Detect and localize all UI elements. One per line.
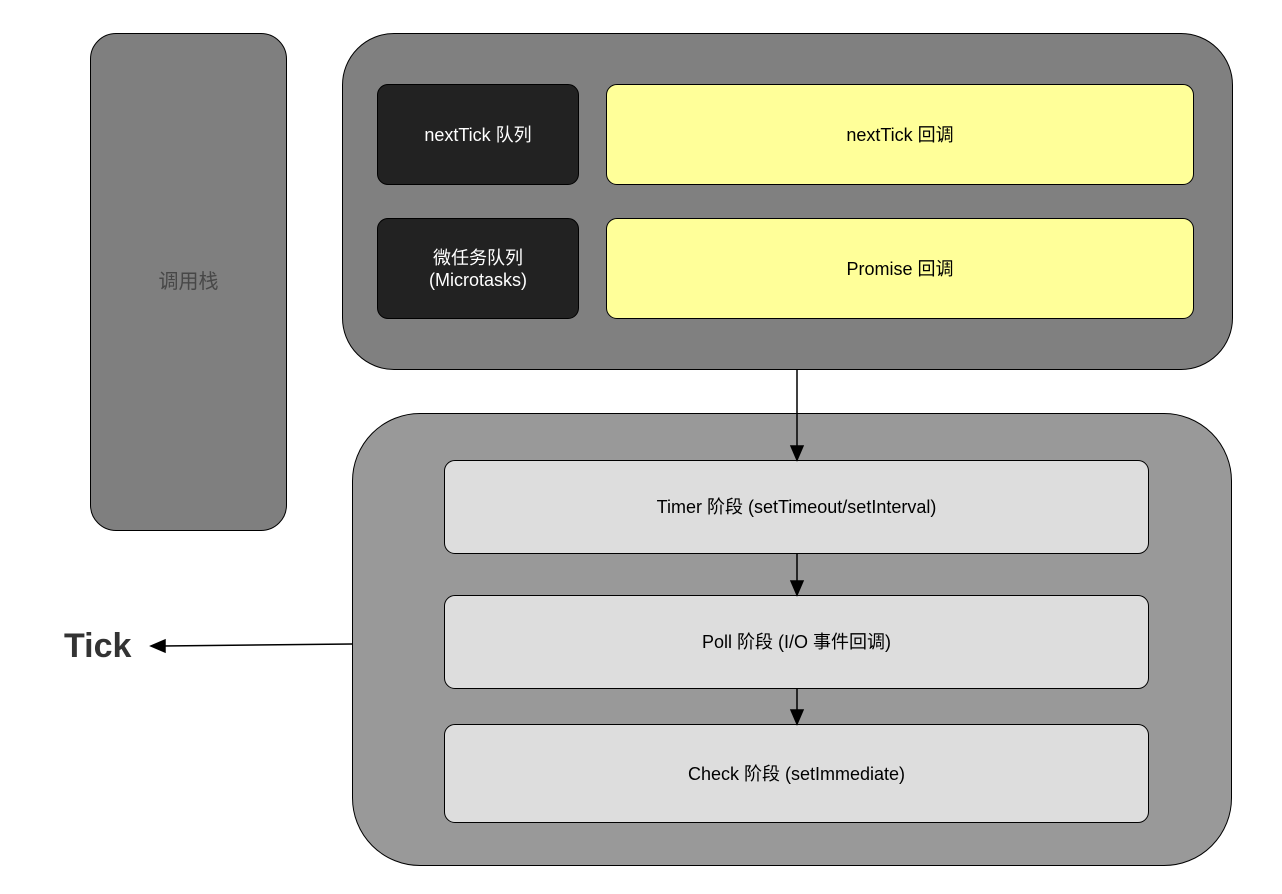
arrowhead-check xyxy=(789,709,805,726)
nexttick-callback-label: nextTick 回调 xyxy=(846,124,954,145)
check-phase-box: Check 阶段 (setImmediate) xyxy=(444,724,1149,823)
timer-phase-box: Timer 阶段 (setTimeout/setInterval) xyxy=(444,460,1149,554)
microtask-queue-label-line1: 微任务队列 xyxy=(433,247,523,268)
promise-callback-box: Promise 回调 xyxy=(606,218,1194,319)
call-stack-label: 调用栈 xyxy=(158,271,219,293)
microtask-queue-box: 微任务队列 (Microtasks) xyxy=(377,218,579,319)
nexttick-queue-label: nextTick 队列 xyxy=(424,124,532,145)
arrowhead-timer xyxy=(789,445,805,462)
microtask-queue-label-line2: (Microtasks) xyxy=(429,269,527,290)
tick-label: Tick xyxy=(64,627,132,665)
arrowhead-poll xyxy=(789,580,805,597)
arrowhead-tick xyxy=(149,638,166,654)
promise-callback-label: Promise 回调 xyxy=(846,258,954,279)
nexttick-queue-box: nextTick 队列 xyxy=(377,84,579,185)
nexttick-callback-box: nextTick 回调 xyxy=(606,84,1194,185)
timer-phase-label: Timer 阶段 (setTimeout/setInterval) xyxy=(656,497,937,517)
call-stack-box: 调用栈 xyxy=(90,33,287,531)
poll-phase-label: Poll 阶段 (I/O 事件回调) xyxy=(701,632,891,652)
arrow-loop-to-tick xyxy=(162,643,353,647)
check-phase-label: Check 阶段 (setImmediate) xyxy=(687,763,906,784)
